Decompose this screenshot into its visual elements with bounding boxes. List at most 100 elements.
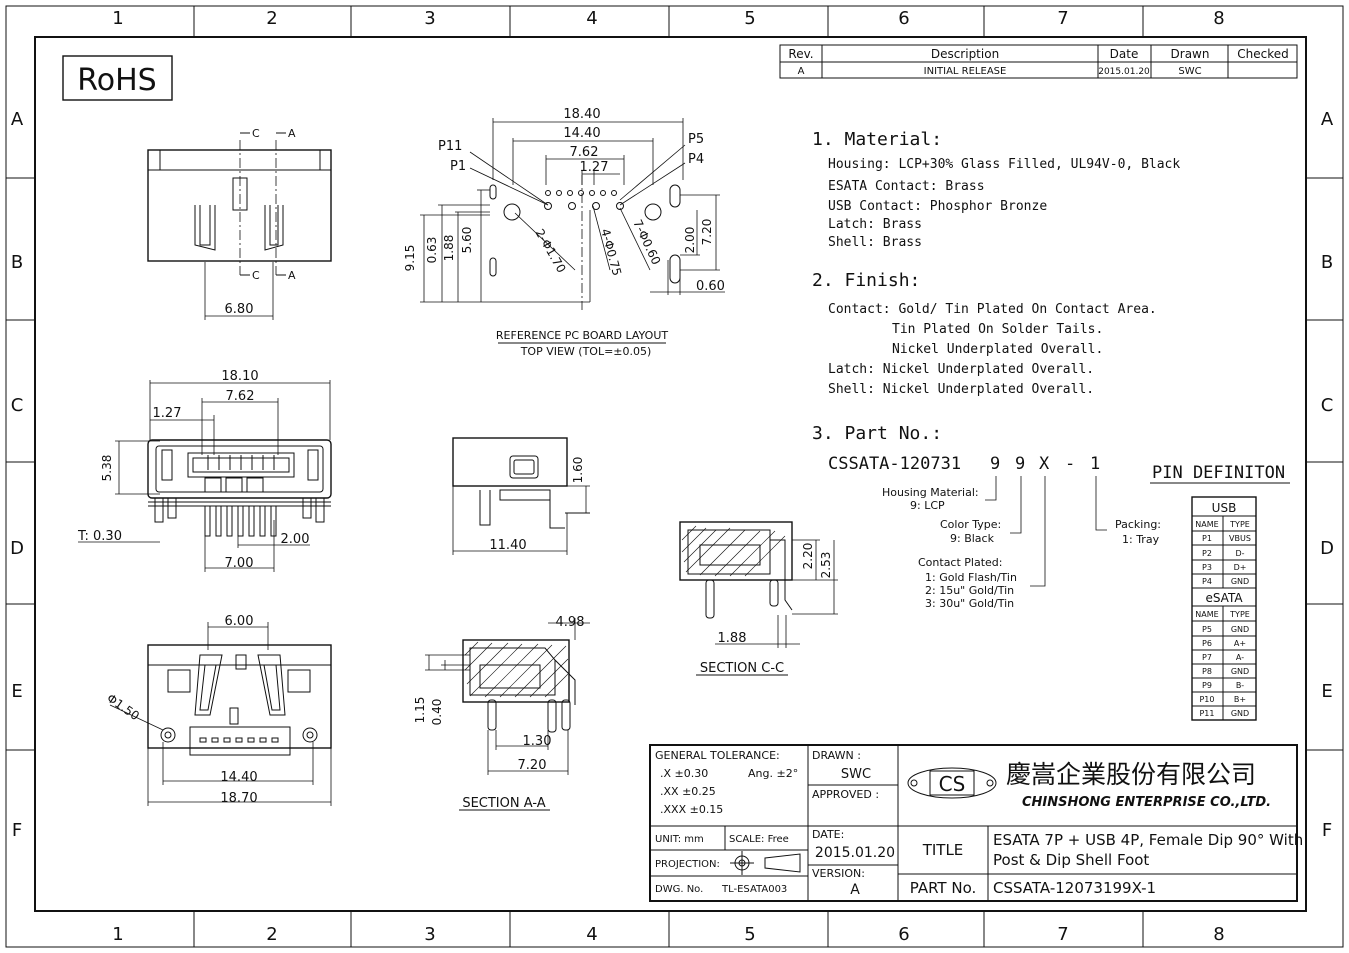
dim-pcb-hole-2: 4-Φ0.75 bbox=[598, 227, 624, 277]
rev-header-checked: Checked bbox=[1237, 47, 1289, 61]
dim-front-762: 7.62 bbox=[226, 389, 255, 404]
zone-row-f-right: F bbox=[1322, 820, 1332, 841]
dim-pcb-127: 1.27 bbox=[580, 160, 609, 175]
zone-col-5-bottom: 5 bbox=[744, 924, 755, 945]
dim-pcb-1840: 18.40 bbox=[563, 107, 600, 122]
packing-value: 1: Tray bbox=[1122, 533, 1160, 546]
zone-col-2-bottom: 2 bbox=[266, 924, 277, 945]
usb-pin-name: P2 bbox=[1202, 549, 1212, 558]
zone-row-a-right: A bbox=[1321, 109, 1334, 130]
dim-aa-130: 1.30 bbox=[523, 734, 552, 749]
projection-label: PROJECTION: bbox=[655, 859, 720, 870]
drawn-value: SWC bbox=[841, 767, 871, 782]
zone-col-8-top: 8 bbox=[1213, 8, 1224, 29]
zone-col-8-bottom: 8 bbox=[1213, 924, 1224, 945]
pcb-caption-1: REFERENCE PC BOARD LAYOUT bbox=[496, 329, 668, 342]
zone-col-4-bottom: 4 bbox=[586, 924, 597, 945]
dim-front-200: 2.00 bbox=[281, 532, 310, 547]
zone-row-b-right: B bbox=[1321, 252, 1333, 273]
usb-header-name: NAME bbox=[1195, 520, 1218, 529]
front-view: 18.10 7.62 1.27 5.38 T: 0.30 2.00 7.00 bbox=[77, 369, 332, 572]
date-label: DATE: bbox=[812, 828, 844, 841]
contact-value-2: 2: 15u" Gold/Tin bbox=[925, 584, 1014, 597]
dim-pcb-762: 7.62 bbox=[570, 145, 599, 160]
dim-pcb-560: 5.60 bbox=[460, 227, 474, 254]
tol-x: .X ±0.30 bbox=[660, 767, 708, 780]
finish-title: 2. Finish: bbox=[812, 270, 920, 291]
cut-c-bottom: C bbox=[252, 269, 260, 282]
material-line-4: Latch: Brass bbox=[828, 217, 922, 232]
material-title: 1. Material: bbox=[812, 129, 942, 150]
dim-bot-1440: 14.40 bbox=[220, 770, 257, 785]
rev-value-rev: A bbox=[798, 66, 805, 77]
rev-value-description: INITIAL RELEASE bbox=[924, 66, 1007, 77]
revision-table: Rev. Description Date Drawn Checked A IN… bbox=[779, 44, 1298, 79]
pcb-caption-2: TOP VIEW (TOL=±0.05) bbox=[520, 345, 652, 358]
projection-symbol-icon bbox=[730, 851, 801, 875]
dim-front-t: T: 0.30 bbox=[77, 529, 122, 544]
dim-aa-040: 0.40 bbox=[430, 699, 444, 726]
usb-pin-type: VBUS bbox=[1229, 534, 1251, 543]
unit-label: UNIT: mm bbox=[655, 834, 704, 845]
rev-value-date: 2015.01.20 bbox=[1098, 67, 1150, 77]
sheet-frame: 1 2 3 4 5 6 7 8 1 2 3 4 5 6 7 8 A B C D … bbox=[5, 5, 1344, 948]
dim-front-127: 1.27 bbox=[153, 406, 182, 421]
tol-ang: Ang. ±2° bbox=[748, 767, 798, 780]
part-code-packing: 1 bbox=[1090, 454, 1100, 474]
contact-value-1: 1: Gold Flash/Tin bbox=[925, 571, 1017, 584]
packing-label: Packing: bbox=[1115, 518, 1161, 531]
dim-pcb-hole-3: 7-Φ0.60 bbox=[630, 217, 663, 267]
dim-cc-188: 1.88 bbox=[718, 631, 747, 646]
esata-pin-name: P7 bbox=[1202, 653, 1212, 662]
tol-title: GENERAL TOLERANCE: bbox=[655, 749, 780, 762]
dim-pcb-915: 9.15 bbox=[403, 245, 417, 272]
date-value: 2015.01.20 bbox=[815, 845, 895, 861]
usb-pin-name: P4 bbox=[1202, 577, 1212, 586]
esata-header-type: TYPE bbox=[1229, 610, 1250, 619]
pcb-layout-view: 18.40 14.40 7.62 1.27 P11 P1 P5 P4 9.15 … bbox=[403, 107, 725, 358]
pcb-label-p1: P1 bbox=[450, 159, 466, 174]
top-view: C A C A 6.80 bbox=[147, 127, 332, 320]
esata-pin-type: B+ bbox=[1234, 695, 1246, 704]
esata-pin-name: P10 bbox=[1199, 695, 1214, 704]
part-code-plating: X bbox=[1039, 454, 1050, 474]
part-title: 3. Part No.: bbox=[812, 423, 942, 444]
housing-value: 9: LCP bbox=[910, 499, 945, 512]
version-value: A bbox=[850, 882, 860, 898]
company-name-chinese: 慶嵩企業股份有限公司 bbox=[1006, 760, 1256, 789]
dim-aa-720: 7.20 bbox=[518, 758, 547, 773]
zone-col-3-bottom: 3 bbox=[424, 924, 435, 945]
usb-title: USB bbox=[1212, 501, 1237, 515]
scale-label: SCALE: Free bbox=[729, 834, 789, 845]
usb-pin-name: P1 bbox=[1202, 534, 1212, 543]
dim-side-160: 1.60 bbox=[571, 457, 585, 484]
zone-col-7-bottom: 7 bbox=[1057, 924, 1068, 945]
dim-pcb-1440: 14.40 bbox=[563, 126, 600, 141]
esata-pin-type: GND bbox=[1231, 625, 1249, 634]
esata-title: eSATA bbox=[1205, 591, 1243, 605]
title-line-1: ESATA 7P + USB 4P, Female Dip 90° With bbox=[993, 831, 1303, 849]
cut-a-bottom: A bbox=[288, 269, 296, 282]
rev-header-date: Date bbox=[1110, 47, 1139, 61]
finish-line-2: Tin Plated On Solder Tails. bbox=[892, 322, 1103, 337]
dim-pcb-063: 0.63 bbox=[425, 237, 439, 264]
section-cc-label: SECTION C-C bbox=[700, 661, 784, 676]
dim-pcb-720: 7.20 bbox=[700, 219, 714, 246]
zone-col-7-top: 7 bbox=[1057, 8, 1068, 29]
material-line-1: Housing: LCP+30% Glass Filled, UL94V-0, … bbox=[828, 157, 1180, 172]
dim-cc-253: 2.53 bbox=[819, 552, 833, 579]
dim-pcb-200: 2.00 bbox=[683, 227, 697, 254]
dim-bot-1870: 18.70 bbox=[220, 791, 257, 806]
zone-col-1-bottom: 1 bbox=[112, 924, 123, 945]
dim-bot-600: 6.00 bbox=[225, 614, 254, 629]
esata-pin-name: P9 bbox=[1202, 681, 1212, 690]
part-code-dash: - bbox=[1065, 454, 1075, 474]
dim-top-680: 6.80 bbox=[225, 302, 254, 317]
finish-line-4: Latch: Nickel Underplated Overall. bbox=[828, 362, 1094, 377]
zone-row-f-left: F bbox=[12, 820, 22, 841]
tol-xx: .XX ±0.25 bbox=[660, 785, 716, 798]
zone-col-2-top: 2 bbox=[266, 8, 277, 29]
zone-col-1-top: 1 bbox=[112, 8, 123, 29]
